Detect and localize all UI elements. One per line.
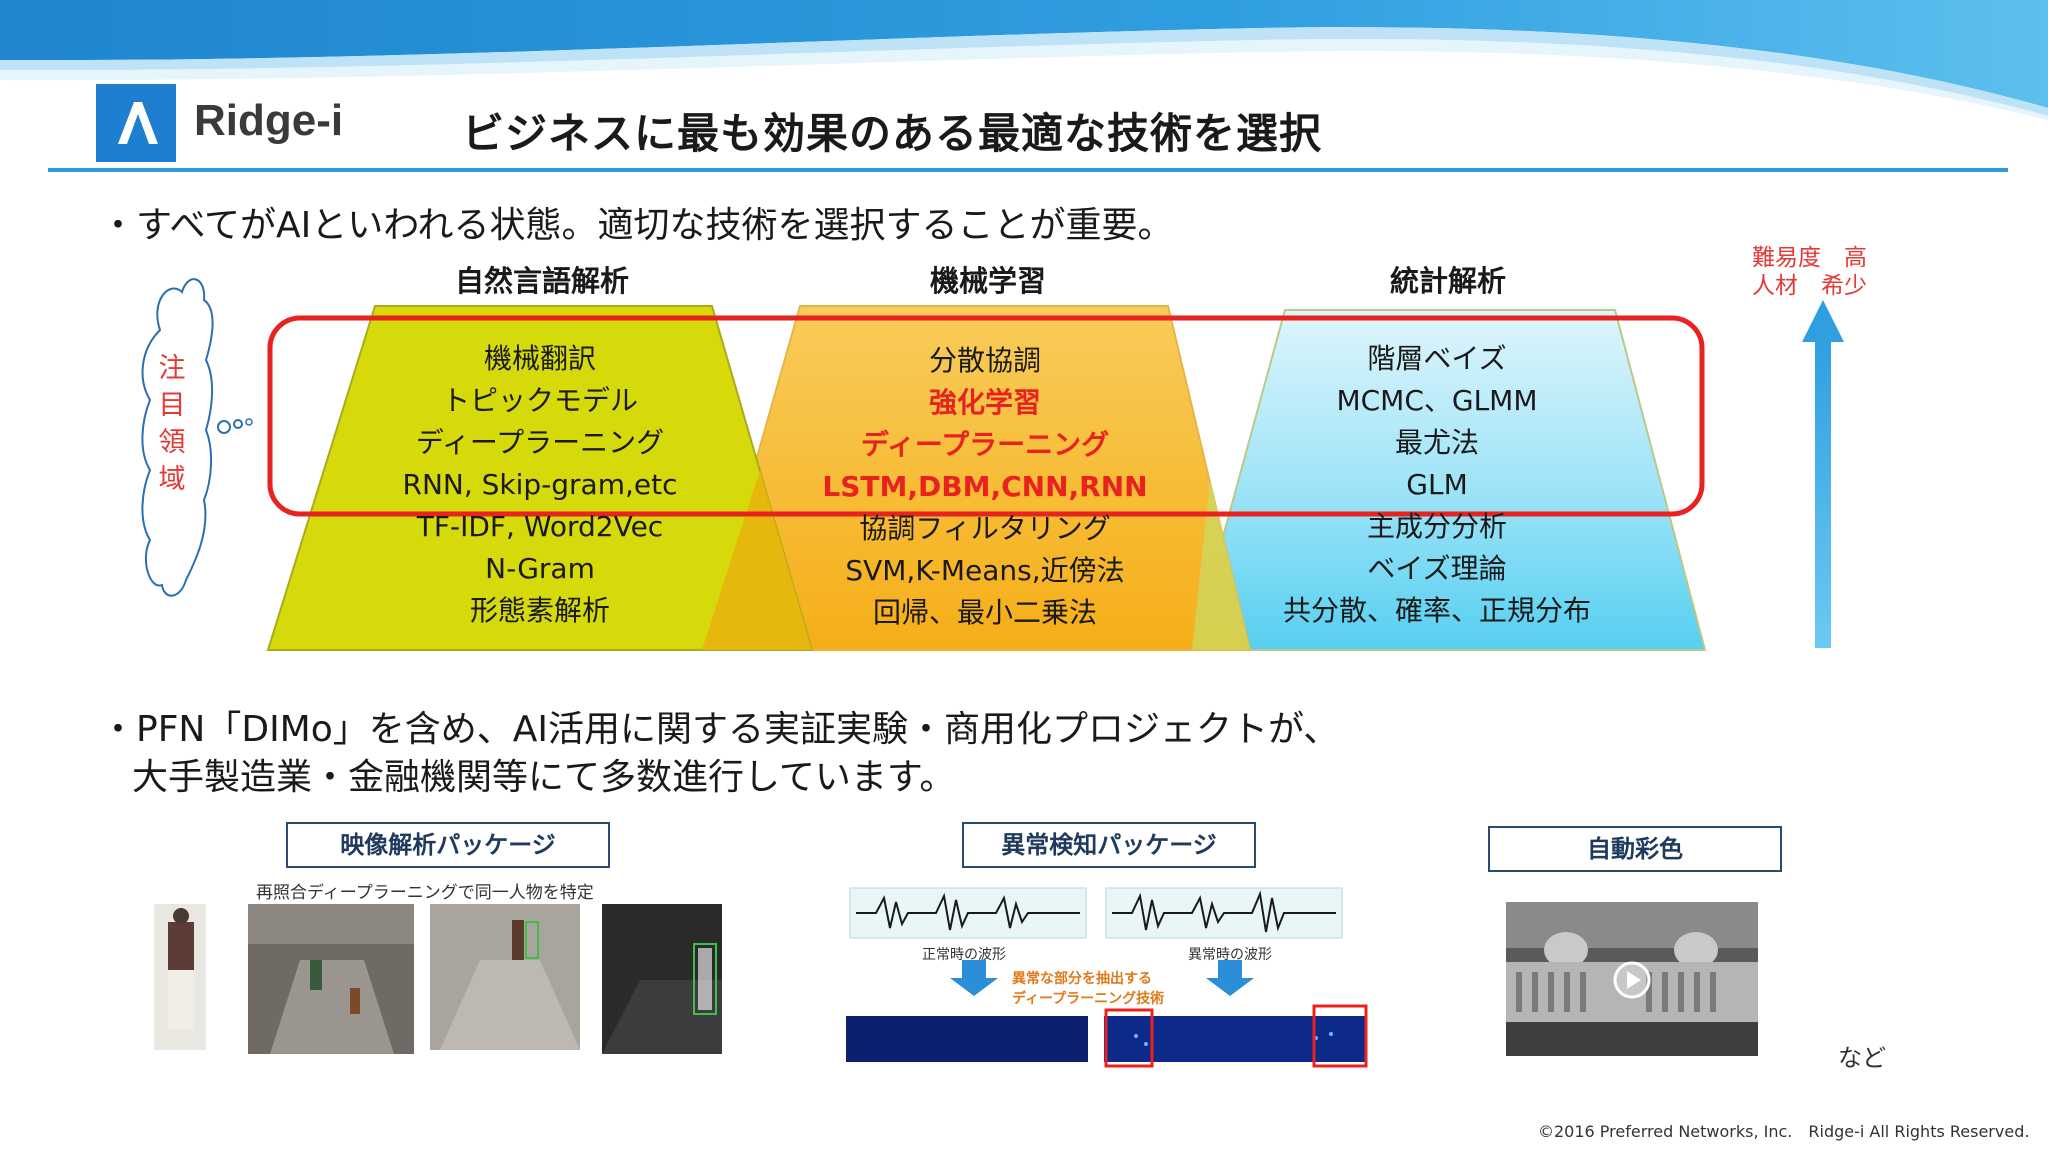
list-item: トピックモデル xyxy=(441,384,638,417)
play-icon[interactable] xyxy=(1612,960,1652,1000)
list-item: ベイズ理論 xyxy=(1367,552,1507,585)
list-item-highlighted: 強化学習 xyxy=(928,386,1041,419)
video-analysis-images xyxy=(154,904,722,1054)
anomaly-detection-visual xyxy=(846,887,1368,1068)
bullet-projects-line1: ・PFN「DIMo」を含め、AI活用に関する実証実験・商用化プロジェクトが、 xyxy=(100,709,1340,750)
etc-label: など xyxy=(1838,1044,1886,1072)
copyright: ©2016 Preferred Networks, Inc. Ridge-i A… xyxy=(1538,1122,2030,1141)
list-item: 最尤法 xyxy=(1394,426,1479,459)
anomaly-detection-package-label: 異常検知パッケージ xyxy=(962,822,1256,868)
list-item: TF-IDF, Word2Vec xyxy=(416,510,664,543)
bullet-technology-selection: ・すべてがAIといわれる状態。適切な技術を選択することが重要。 xyxy=(100,205,1174,246)
ml-item-list: 分散協調 強化学習 ディープラーニング LSTM,DBM,CNN,RNN 協調フ… xyxy=(765,340,1205,634)
list-item: 協調フィルタリング xyxy=(859,512,1111,545)
difficulty-line: 難易度 高 xyxy=(1752,245,1867,271)
logo-text: Ridge-i xyxy=(194,96,344,145)
focus-label-char: 目 xyxy=(158,390,186,421)
column-heading-nlp: 自然言語解析 xyxy=(454,264,629,298)
difficulty-label: 難易度 高 人材 希少 xyxy=(1752,244,1867,300)
list-item: 主成分分析 xyxy=(1366,510,1507,543)
column-heading-ml: 機械学習 xyxy=(929,264,1046,298)
list-item: 回帰、最小二乗法 xyxy=(872,596,1097,629)
colorize-video-thumbnail[interactable] xyxy=(1506,902,1758,1056)
talent-scarcity-line: 人材 希少 xyxy=(1752,273,1867,299)
column-heading-stats: 統計解析 xyxy=(1389,264,1506,298)
video-caption: 再照合ディープラーニングで同一人物を特定 xyxy=(256,883,594,903)
overlap-nlp-ml xyxy=(702,470,812,650)
auto-colorize-package-label: 自動彩色 xyxy=(1488,826,1782,872)
abnormal-waveform-caption: 異常時の波形 xyxy=(1188,947,1272,963)
focus-area-highlight xyxy=(267,315,1705,517)
list-item: 機械翻訳 xyxy=(483,342,596,375)
nlp-item-list: 機械翻訳 トピックモデル ディープラーニング RNN, Skip-gram,et… xyxy=(320,338,760,632)
difficulty-arrow-shaft xyxy=(1815,338,1831,648)
list-item: MCMC、GLMM xyxy=(1336,384,1538,417)
video-analysis-package-label: 映像解析パッケージ xyxy=(286,822,610,868)
list-item: ディープラーニング xyxy=(415,426,665,459)
list-item-highlighted: ディープラーニング xyxy=(860,428,1110,461)
list-item: 共分散、確率、正規分布 xyxy=(1282,594,1591,627)
focus-label-char: 注 xyxy=(158,353,186,384)
focus-label-char: 域 xyxy=(158,464,186,495)
thought-cloud xyxy=(141,278,214,597)
title-divider xyxy=(48,168,2008,172)
list-item-highlighted: LSTM,DBM,CNN,RNN xyxy=(822,470,1148,503)
focus-area-label: 注 目 領 域 xyxy=(152,350,192,498)
overlap-ml-stats xyxy=(1192,480,1250,650)
logo-lambda-icon xyxy=(118,102,158,144)
difficulty-arrow-head xyxy=(1802,300,1844,342)
list-item: 分散協調 xyxy=(928,344,1041,377)
header-wave-decoration xyxy=(0,0,2048,120)
list-item: GLM xyxy=(1406,468,1468,501)
list-item: 形態素解析 xyxy=(469,594,610,627)
extract-caption-line2: ディープラーニング技術 xyxy=(1012,991,1165,1007)
extract-caption-line1: 異常な部分を抽出する xyxy=(1012,971,1152,987)
slide-title: ビジネスに最も効果のある最適な技術を選択 xyxy=(462,109,1323,158)
bullet-projects-line2: 大手製造業・金融機関等にて多数進行しています。 xyxy=(132,757,956,798)
list-item: N-Gram xyxy=(485,552,595,585)
list-item: 階層ベイズ xyxy=(1367,342,1507,375)
logo-mark xyxy=(96,84,176,162)
focus-label-char: 領 xyxy=(158,427,186,458)
normal-waveform-caption: 正常時の波形 xyxy=(922,947,1006,963)
stats-item-list: 階層ベイズ MCMC、GLMM 最尤法 GLM 主成分分析 ベイズ理論 共分散、… xyxy=(1217,338,1657,632)
list-item: SVM,K-Means,近傍法 xyxy=(845,554,1125,587)
list-item: RNN, Skip-gram,etc xyxy=(402,468,678,501)
